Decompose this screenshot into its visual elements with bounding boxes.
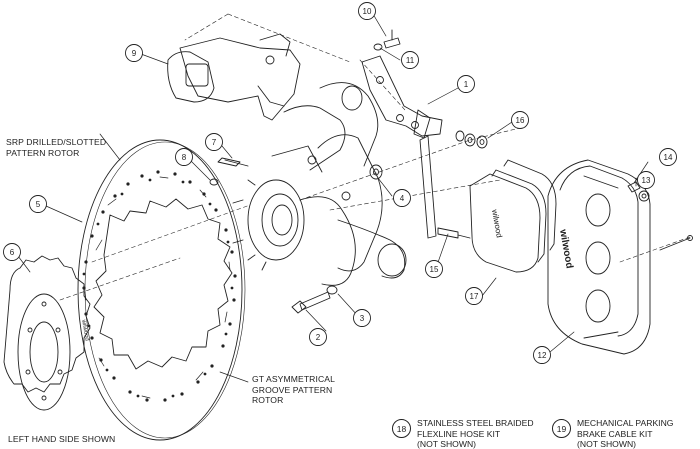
bleed-screw-and-cap bbox=[627, 181, 650, 202]
callout-8: 8 bbox=[182, 153, 187, 162]
hub-and-spindle bbox=[232, 82, 407, 286]
note-19-text: MECHANICAL PARKING BRAKE CABLE KIT (NOT … bbox=[577, 418, 673, 449]
rotor-drill-holes bbox=[82, 170, 237, 402]
parking-cable-stub bbox=[659, 235, 693, 251]
callout-4: 4 bbox=[400, 194, 405, 203]
brake-pads: wilwood bbox=[469, 159, 557, 273]
svg-text:wilwood: wilwood bbox=[557, 228, 575, 270]
callout-12: 12 bbox=[538, 351, 547, 360]
callout-1: 1 bbox=[464, 80, 469, 89]
callout-7: 7 bbox=[212, 138, 217, 147]
label-gt-rotor-line-1: GT ASYMMETRICAL bbox=[252, 374, 335, 384]
callout-5: 5 bbox=[36, 200, 41, 209]
note-18-number: 18 bbox=[392, 419, 411, 438]
shim-washers-16 bbox=[455, 130, 488, 149]
bolt-10-and-washer-11 bbox=[373, 29, 401, 51]
label-gt-rotor-line-2: GROOVE PATTERN bbox=[252, 384, 333, 395]
caliper-bracket bbox=[361, 55, 443, 239]
note-18-line-3: (NOT SHOWN) bbox=[417, 439, 477, 449]
bolt-2-and-washer-3 bbox=[291, 285, 338, 314]
bolt-7-and-washer-8 bbox=[209, 157, 249, 186]
callout-10: 10 bbox=[363, 7, 372, 16]
callout-9: 9 bbox=[132, 49, 137, 58]
note-18-line-1: STAINLESS STEEL BRAIDED bbox=[417, 418, 534, 428]
callout-13: 13 bbox=[642, 176, 651, 185]
callout-leaders bbox=[17, 13, 649, 383]
callout-2: 2 bbox=[316, 333, 321, 342]
rotor-hat: wilwood bbox=[3, 255, 91, 411]
label-srp-rotor-line-2: PATTERN ROTOR bbox=[6, 147, 80, 158]
note-19-line-3: (NOT SHOWN) bbox=[577, 439, 637, 449]
note-18-line-2: FLEXLINE HOSE KIT bbox=[417, 428, 501, 439]
svg-text:wilwood: wilwood bbox=[80, 318, 90, 341]
callout-circles bbox=[3, 2, 677, 364]
label-gt-rotor: GT ASYMMETRICAL GROOVE PATTERN ROTOR bbox=[252, 374, 335, 406]
mount-bolt-15 bbox=[437, 227, 471, 239]
note-19-line-1: MECHANICAL PARKING bbox=[577, 418, 674, 428]
drilled-slotted-rotor bbox=[77, 139, 246, 441]
shim-washer-4 bbox=[369, 164, 383, 180]
note-19-number: 19 bbox=[552, 419, 571, 438]
rotor-slots bbox=[84, 176, 231, 399]
svg-text:wilwood: wilwood bbox=[490, 208, 504, 239]
note-19-parking-cable-kit: 19 MECHANICAL PARKING BRAKE CABLE KIT (N… bbox=[552, 418, 673, 449]
assembly-centerlines bbox=[59, 13, 691, 301]
label-gt-rotor-line-3: ROTOR bbox=[252, 395, 284, 405]
label-srp-rotor: SRP DRILLED/SLOTTED PATTERN ROTOR bbox=[6, 137, 106, 158]
callout-16: 16 bbox=[516, 116, 525, 125]
footer-left-hand-side: LEFT HAND SIDE SHOWN bbox=[8, 434, 116, 444]
callout-15: 15 bbox=[430, 265, 439, 274]
callout-numbers: 1 2 3 4 5 6 7 8 9 10 11 12 13 14 15 16 1… bbox=[10, 7, 673, 360]
callout-14: 14 bbox=[664, 153, 673, 162]
label-srp-rotor-line-1: SRP DRILLED/SLOTTED bbox=[6, 137, 107, 147]
parking-caliper bbox=[167, 33, 301, 121]
callout-17: 17 bbox=[470, 292, 479, 301]
note-19-line-2: BRAKE CABLE KIT bbox=[577, 428, 653, 439]
callout-11: 11 bbox=[406, 56, 415, 65]
callout-3: 3 bbox=[360, 314, 365, 323]
note-18-text: STAINLESS STEEL BRAIDED FLEXLINE HOSE KI… bbox=[417, 418, 534, 449]
note-18-hose-kit: 18 STAINLESS STEEL BRAIDED FLEXLINE HOSE… bbox=[392, 418, 534, 449]
callout-6: 6 bbox=[10, 248, 15, 257]
